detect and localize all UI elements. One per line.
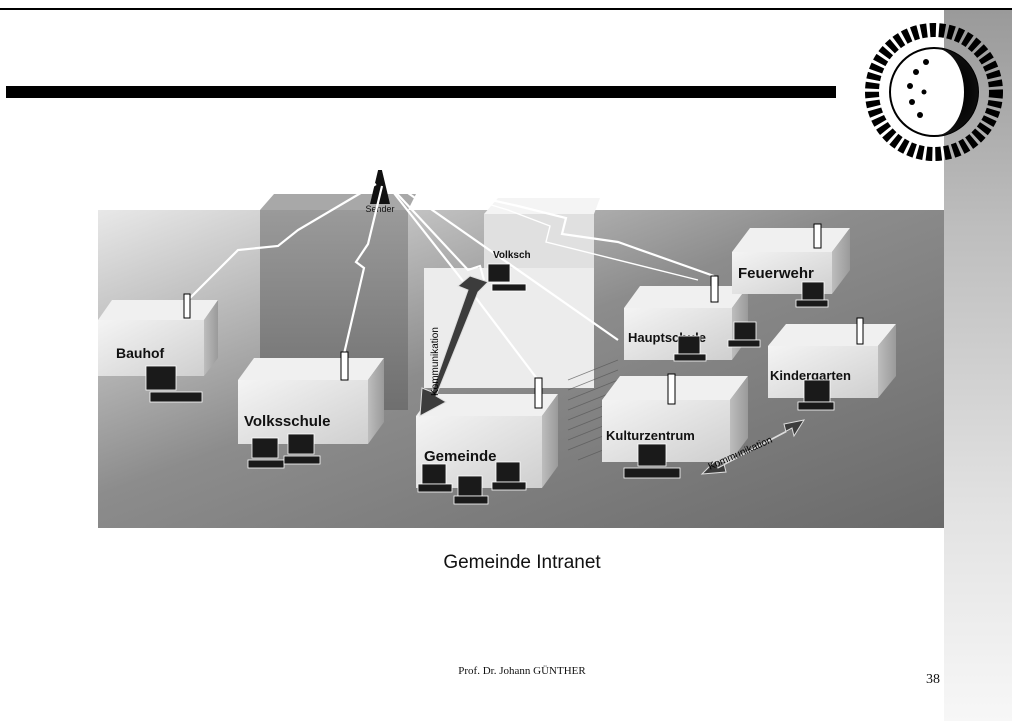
computer-icon <box>247 437 285 469</box>
transmitter-mast: Sender <box>365 170 395 214</box>
university-seal-logo <box>865 23 1003 161</box>
computer-icon <box>623 443 681 479</box>
computer-icon <box>491 461 527 491</box>
radio-link-volksschule <box>342 185 384 355</box>
label-kulturzentrum: Kulturzentrum <box>606 428 695 443</box>
computer-icon <box>795 281 829 308</box>
radio-link-hauptschule <box>397 185 619 341</box>
building-kulturzentrum: Kulturzentrum <box>602 373 748 462</box>
label-volksschule-back: Volksch <box>493 250 531 261</box>
communication-arrow-left: Kommunikation <box>419 275 489 417</box>
antenna-icon <box>183 293 191 319</box>
computer-icon <box>417 463 453 493</box>
antenna-icon <box>710 275 719 303</box>
label-feuerwehr: Feuerwehr <box>738 265 814 282</box>
intranet-diagram: Sender Bauhof Volksschule Volksch <box>98 170 944 528</box>
computer-icon <box>797 379 835 411</box>
transmitter-label: Sender <box>365 204 394 214</box>
radio-link-back-school <box>387 183 486 281</box>
radio-link-bauhof <box>189 183 377 299</box>
building-kindergarten: Kindergarten <box>768 317 896 398</box>
label-kindergarten: Kindergarten <box>770 368 851 383</box>
antenna-icon <box>340 351 349 381</box>
computer-icon <box>453 475 489 505</box>
computer-icon <box>673 335 707 362</box>
slide-footer-author: Prof. Dr. Johann GÜNTHER <box>458 665 586 677</box>
label-gemeinde: Gemeinde <box>424 448 497 465</box>
building-feuerwehr: Feuerwehr <box>732 223 850 294</box>
link-label-left: Kommunikation <box>430 327 441 396</box>
building-bauhof: Bauhof <box>98 293 218 376</box>
antenna-icon <box>813 223 822 249</box>
label-bauhof: Bauhof <box>116 345 165 361</box>
page-number: 38 <box>926 672 940 687</box>
top-rule <box>0 8 1012 10</box>
slide-caption: Gemeinde Intranet <box>443 552 601 573</box>
computer-icon <box>487 263 527 292</box>
computer-icon <box>145 365 203 403</box>
building-volksschule: Volksschule <box>238 351 384 444</box>
antenna-icon <box>856 317 864 345</box>
antenna-icon <box>534 377 543 409</box>
radio-link-feuerwehr <box>427 184 715 278</box>
antenna-icon <box>667 373 676 405</box>
label-volksschule: Volksschule <box>244 413 330 430</box>
title-bar <box>6 86 836 98</box>
workstations <box>145 263 835 505</box>
computer-icon <box>283 433 321 465</box>
computer-icon <box>727 321 761 348</box>
seal-stars <box>907 59 929 118</box>
